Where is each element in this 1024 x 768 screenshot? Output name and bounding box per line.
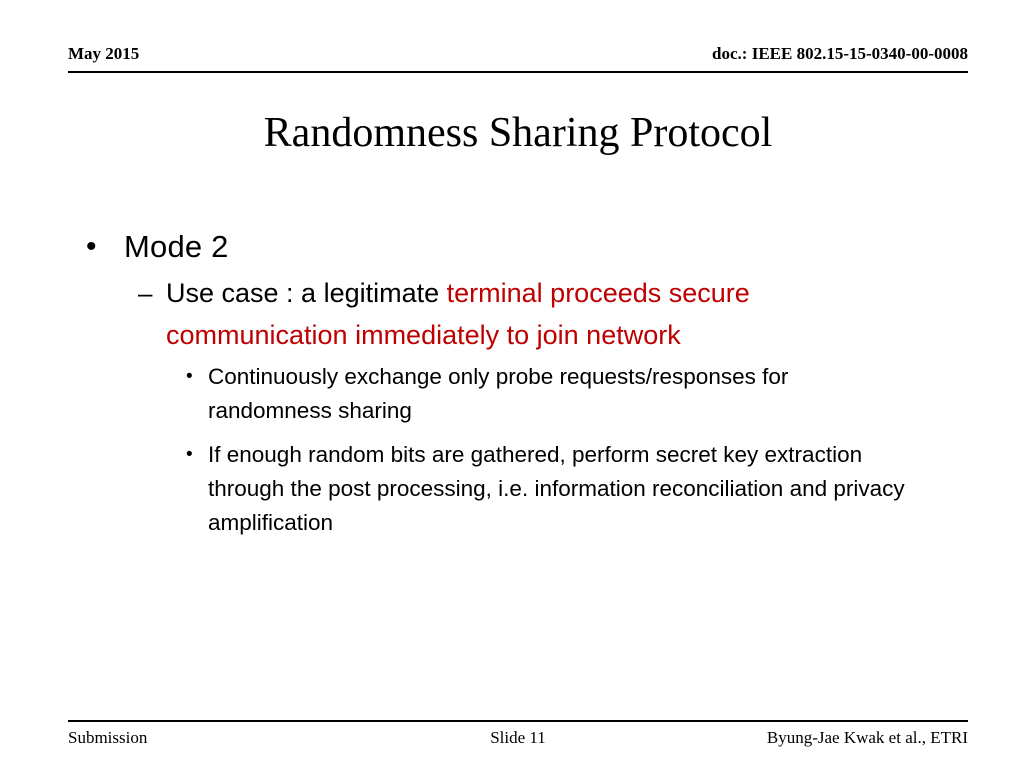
bullet-level1-label: Mode 2 <box>124 229 229 264</box>
footer-authors: Byung-Jae Kwak et al., ETRI <box>766 728 968 747</box>
bullet-level3-label: If enough random bits are gathered, perf… <box>208 442 905 535</box>
bullet-level3: • If enough random bits are gathered, pe… <box>186 438 946 540</box>
footer-slide-number: Slide 11 <box>490 728 546 747</box>
bullet-level2-label: Use case : a legitimate terminal proceed… <box>166 272 914 356</box>
bullet-dot-icon: • <box>86 230 97 263</box>
use-case-prefix-text: Use case : a legitimate <box>166 278 447 308</box>
bullet-level2: – Use case : a legitimate terminal proce… <box>138 272 938 356</box>
header-date: May 2015 <box>68 44 140 63</box>
header-document-id: doc.: IEEE 802.15-15-0340-00-0008 <box>712 44 968 63</box>
use-case-highlight-text: terminal proceeds secure communication i… <box>166 278 750 350</box>
bullet-dash-icon: – <box>138 278 153 308</box>
bullet-level1: • Mode 2 <box>80 228 960 266</box>
header-divider <box>68 71 968 73</box>
bullet-dot-icon: • <box>186 366 193 387</box>
slide-footer: Submission Slide 11 Byung-Jae Kwak et al… <box>68 728 968 754</box>
slide-header: May 2015 doc.: IEEE 802.15-15-0340-00-00… <box>68 44 968 76</box>
bullet-level3: • Continuously exchange only probe reque… <box>186 360 946 428</box>
bullet-dot-icon: • <box>186 444 193 465</box>
footer-divider <box>68 720 968 722</box>
footer-submission-label: Submission <box>68 728 148 747</box>
slide-content: • Mode 2 – Use case : a legitimate termi… <box>80 228 960 550</box>
bullet-level3-label: Continuously exchange only probe request… <box>208 364 789 423</box>
page-title: Randomness Sharing Protocol <box>263 110 773 156</box>
